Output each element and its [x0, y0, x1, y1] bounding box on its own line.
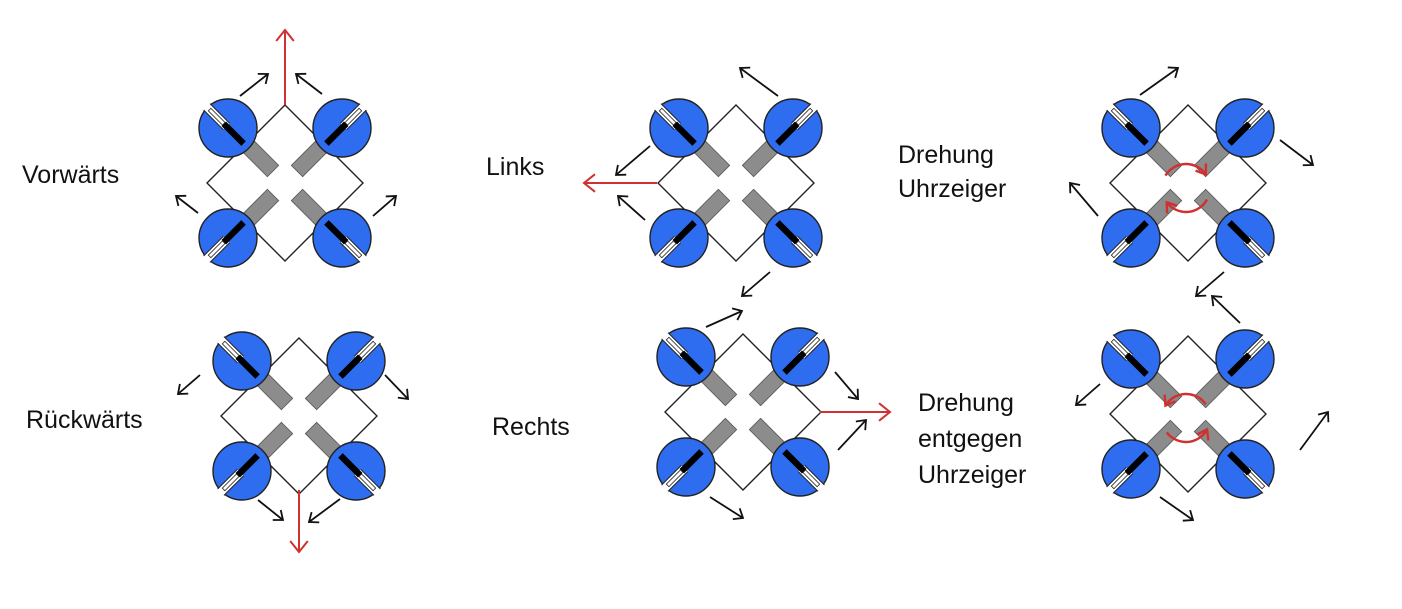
propeller — [326, 331, 386, 391]
propeller — [1215, 98, 1275, 158]
propeller — [1101, 439, 1161, 499]
thrust-arrow — [709, 496, 745, 520]
thrust-arrow — [614, 145, 651, 176]
thrust-arrow — [616, 195, 646, 221]
thrust-arrow — [1159, 496, 1195, 522]
propeller — [312, 98, 372, 158]
thrust-arrow — [1279, 139, 1315, 167]
propeller — [1215, 439, 1275, 499]
thrust-arrow — [384, 374, 409, 401]
propeller — [212, 331, 272, 391]
thrust-arrow — [1069, 181, 1099, 217]
label-drehung-entgegen-2: entgegen — [918, 425, 1023, 453]
thrust-arrow — [1194, 271, 1225, 297]
motion-arrow-forward — [275, 28, 295, 105]
thrust-arrow — [239, 73, 270, 97]
label-drehung-uhrzeiger-2: Uhrzeiger — [898, 175, 1007, 203]
propeller — [1101, 98, 1161, 158]
propeller — [1215, 329, 1275, 389]
propeller — [763, 98, 823, 158]
propeller — [770, 437, 830, 497]
propeller — [1215, 208, 1275, 268]
propeller — [212, 441, 272, 501]
thrust-arrow — [174, 194, 199, 214]
propeller — [198, 98, 258, 158]
thrust-arrow — [1074, 383, 1101, 406]
propeller — [649, 98, 709, 158]
propeller — [1101, 208, 1161, 268]
thrust-arrow — [176, 374, 201, 395]
thrust-arrow — [1139, 66, 1180, 96]
propeller — [326, 441, 386, 501]
label-drehung-uhrzeiger-1: Drehung — [898, 141, 994, 169]
thrust-arrow — [372, 195, 398, 217]
thrust-arrow — [834, 371, 859, 401]
label-links: Links — [486, 153, 545, 181]
propeller — [1101, 329, 1161, 389]
label-drehung-entgegen-1: Drehung — [918, 389, 1014, 417]
label-rechts: Rechts — [492, 413, 570, 441]
thrust-arrow — [740, 271, 771, 297]
thrust-arrow — [294, 72, 323, 95]
motion-arrow-left — [582, 173, 657, 193]
thrust-arrow — [307, 498, 341, 524]
thrust-arrow — [1299, 410, 1330, 451]
propeller — [656, 437, 716, 497]
thrust-arrow — [837, 418, 867, 451]
motion-arrow-backward — [289, 490, 309, 554]
label-rueckwaerts: Rückwärts — [26, 406, 143, 434]
propeller — [763, 208, 823, 268]
propeller — [770, 327, 830, 387]
thrust-arrow — [705, 307, 744, 328]
propeller — [656, 327, 716, 387]
propeller — [649, 208, 709, 268]
motion-arrow-right — [820, 402, 892, 422]
rotation-indicator-ccw — [1163, 392, 1210, 444]
thrust-arrow — [1210, 294, 1241, 324]
thrust-arrow — [257, 499, 285, 521]
label-vorwaerts: Vorwärts — [22, 161, 120, 189]
label-drehung-entgegen-3: Uhrzeiger — [918, 461, 1027, 489]
thrust-arrow — [738, 66, 779, 97]
propeller — [312, 208, 372, 268]
propeller — [198, 208, 258, 268]
rotation-indicator-cw — [1164, 162, 1209, 214]
